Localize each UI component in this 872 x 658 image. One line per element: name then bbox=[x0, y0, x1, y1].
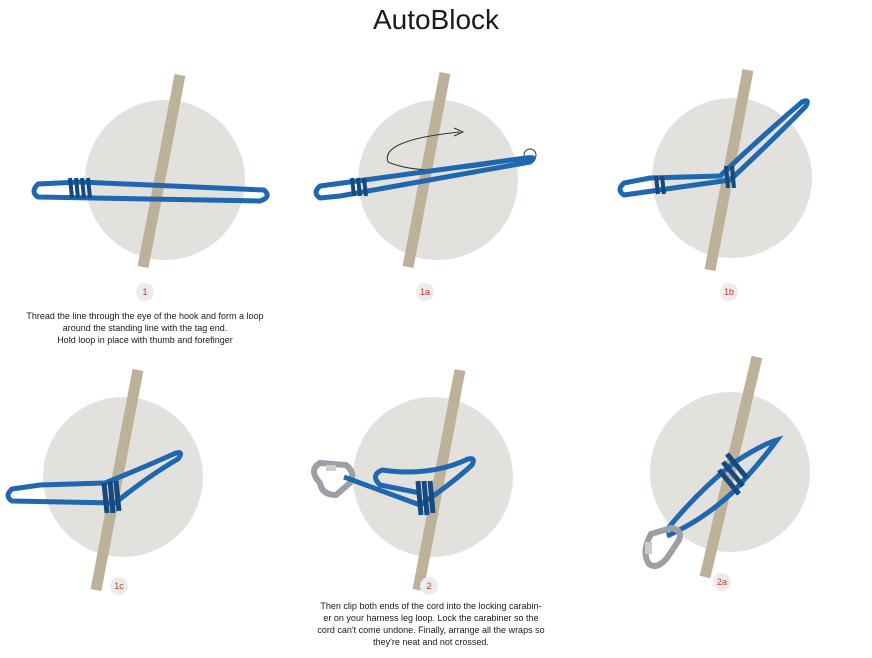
cord-loop bbox=[313, 155, 536, 201]
step-1-caption: Thread the line through the eye of the h… bbox=[10, 310, 280, 346]
caption-line: er on your harness leg loop. Lock the ca… bbox=[323, 613, 539, 623]
wraps bbox=[654, 165, 736, 195]
carabiner-icon bbox=[642, 524, 683, 569]
step-1c-illustration bbox=[0, 365, 280, 605]
cord-loop bbox=[5, 450, 184, 506]
step-2a-illustration bbox=[585, 352, 865, 592]
step-1c-badge: 1c bbox=[110, 577, 128, 595]
step-2a-badge: 2a bbox=[713, 573, 731, 591]
cord-loop bbox=[617, 98, 810, 198]
step-1-badge: 1 bbox=[136, 283, 154, 301]
step-1b-illustration bbox=[590, 68, 870, 308]
step-2-illustration bbox=[300, 365, 580, 605]
standing-line-rod bbox=[137, 73, 186, 269]
caption-line: Thread the line through the eye of the h… bbox=[26, 311, 264, 321]
step-2-caption: Then clip both ends of the cord into the… bbox=[296, 600, 566, 648]
step-1a-illustration bbox=[300, 70, 580, 310]
caption-line: they're neat and not crossed. bbox=[373, 637, 489, 647]
step-2-badge: 2 bbox=[420, 577, 438, 595]
page-title: AutoBlock bbox=[372, 4, 500, 35]
arrow-head bbox=[453, 127, 465, 137]
carabiner-icon bbox=[311, 459, 356, 499]
step-1a-badge: 1a bbox=[416, 283, 434, 301]
step-1-illustration bbox=[20, 70, 300, 310]
cord-loop bbox=[343, 456, 476, 508]
background-circle bbox=[353, 397, 513, 557]
caption-line: Then clip both ends of the cord into the… bbox=[320, 601, 542, 611]
cord-loop bbox=[31, 179, 270, 204]
wraps bbox=[68, 177, 92, 199]
wraps bbox=[101, 480, 122, 514]
cord-loop bbox=[663, 435, 784, 539]
wraps bbox=[717, 452, 749, 496]
caption-line: cord can't come undone. Finally, arrange… bbox=[317, 625, 545, 635]
caption-line: Hold loop in place with thumb and forefi… bbox=[57, 335, 233, 345]
wraps bbox=[350, 177, 368, 197]
caption-line: around the standing line with the tag en… bbox=[62, 323, 228, 333]
step-1b-badge: 1b bbox=[720, 283, 738, 301]
wraps bbox=[415, 480, 436, 516]
standing-line-rod bbox=[412, 368, 466, 592]
